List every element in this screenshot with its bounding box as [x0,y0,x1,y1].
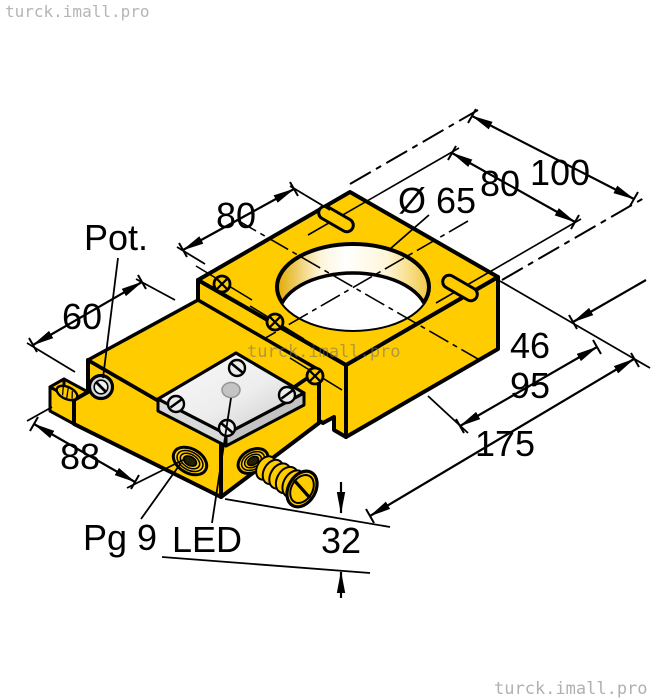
pot-label: Pot. [84,217,148,258]
mounting-slot-right [441,273,479,303]
led-leader [211,397,232,524]
screw-cross-icon [249,305,305,340]
pot-leader [102,257,119,379]
dim-46-label: 46 [510,325,550,366]
dim-100-ext-right [501,197,645,281]
led-label: LED [172,519,242,560]
pot-screw [87,373,115,401]
flange-thread-hole [55,384,79,402]
pg9-hole-left [171,445,209,477]
mounting-slot-top [317,204,355,234]
watermark-bottom-right: turck.imall.pro [494,679,648,699]
led-hole [221,381,241,399]
dim-80-right-label: 80 [480,163,520,204]
dim-95-label: 95 [510,365,550,406]
dim-80l-line [182,188,295,251]
plate-screw [227,358,247,378]
watermark-center: turck.imall.pro [247,342,401,362]
dim-46-tick [568,314,578,330]
plate-screw [166,394,186,414]
plate-screw [277,385,297,405]
pg9-label: Pg 9 [83,517,157,558]
dim-88-line [33,423,136,483]
dim-80l-tick [178,242,188,258]
dim-95-tick [592,339,602,355]
dim-80r-tick [447,145,457,161]
dim-88-tick [29,416,39,432]
diameter-leader [389,214,430,250]
dim-175-line [369,358,635,517]
dim-32-ext-lower [161,556,371,574]
pg9-leader [140,462,182,520]
screw-plug [255,455,319,509]
dim-32-label: 32 [321,520,361,561]
screw-cross-icon [289,357,343,391]
dim-95-ext [427,395,469,434]
dim-175-tick [630,352,640,368]
dim-100-tick [467,108,477,124]
dim-80l-ext [176,246,206,265]
dim-60-line [32,281,143,346]
dim-80r-line [451,152,576,223]
dim-60-label: 60 [62,296,102,337]
dim-46-line [572,279,647,323]
dim-175-ext [224,498,391,528]
screw-cross-icon [195,265,253,301]
dim-100-label: 100 [530,152,590,193]
dim-80-left-label: 80 [216,195,256,236]
dim-80r-tick [570,214,580,230]
dim-175-label: 175 [475,423,535,464]
dim-60-tick [28,337,38,353]
dim-175-tick [365,508,375,524]
dim-80l-tick [289,181,299,197]
dim-diameter-label: Ø 65 [398,180,476,221]
dim-88-tick [130,474,140,490]
dim-88-ext [26,406,53,422]
dim-88-label: 88 [60,436,100,477]
dim-95-tick [455,418,465,434]
dim-100-tick [629,191,639,207]
dim-60-tick [137,274,147,290]
dim-80l-ext [289,185,331,211]
dim-100-ext-left [349,109,479,185]
watermark-top-left: turck.imall.pro [5,2,150,21]
dim-88-ext [126,458,186,489]
